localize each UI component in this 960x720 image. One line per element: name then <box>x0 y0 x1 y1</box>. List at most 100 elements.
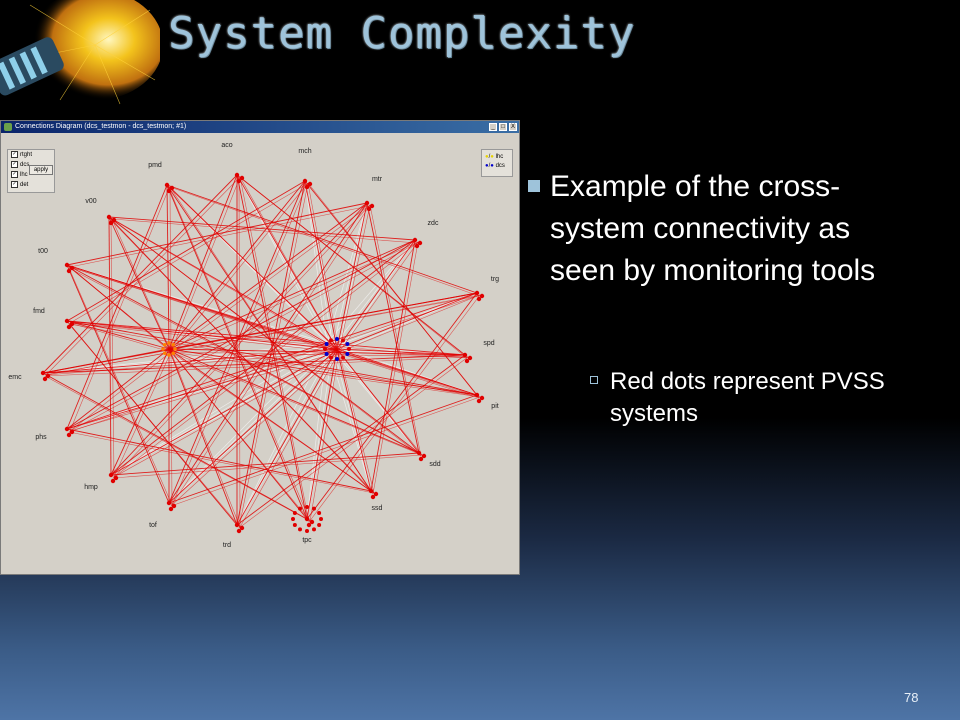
hub-left-dot-7 <box>171 342 176 347</box>
node-pmd[interactable]: pmd <box>148 162 175 194</box>
link-trd-1 <box>168 348 238 526</box>
link-v00-1-b <box>111 218 172 353</box>
diagram-canvas[interactable]: aco mch mtr zdc trg spd pit sdd ssd tpc trd tof hmp p… <box>1 133 519 574</box>
check-icon: ✓ <box>11 151 18 158</box>
pvss-dot-fmd-2 <box>66 324 72 330</box>
hub-right-dot-9 <box>335 337 339 341</box>
minimize-button[interactable]: _ <box>489 123 497 131</box>
node-tpc[interactable]: tpc <box>302 516 315 544</box>
link-pmd-3-b <box>169 186 374 495</box>
node-ssd[interactable]: ssd <box>368 488 383 512</box>
pvss-dot-trd-2 <box>236 528 242 534</box>
hub-right-dot-1 <box>345 352 350 356</box>
link-tof-0-b <box>171 351 340 506</box>
link-tof-2 <box>66 264 170 504</box>
pvss-dot-mtr-1 <box>369 203 375 209</box>
tpc-ring-dot-6 <box>291 517 295 521</box>
node-trg[interactable]: trg <box>474 276 499 302</box>
pvss-dot-phs-0 <box>64 426 70 432</box>
link-sdd-3-b <box>68 267 423 456</box>
node-trd[interactable]: trd <box>223 522 245 549</box>
pvss-dot-trd-1 <box>239 525 245 531</box>
node-spd[interactable]: spd <box>462 340 495 364</box>
window-title: Connections Diagram (dcs_testmon - dcs_t… <box>15 123 187 130</box>
maximize-button[interactable]: □ <box>499 123 507 131</box>
link-ssd-2-b <box>68 431 375 494</box>
node-hmp[interactable]: hmp <box>84 472 119 491</box>
bullet-main-text: Example of the cross-system connectivity… <box>550 170 876 287</box>
pvss-dot-trg-0 <box>474 290 480 296</box>
node-label-tpc: tpc <box>302 537 312 544</box>
tpc-ring-dot-7 <box>292 511 297 515</box>
link-aco-1 <box>168 174 238 350</box>
link-mch-0-b <box>307 182 340 353</box>
pvss-dot-tpc-0 <box>304 516 310 522</box>
pvss-dot-sdd-0 <box>416 450 422 456</box>
pvss-dot-zdc-2 <box>414 243 420 249</box>
node-label-sdd: sdd <box>429 461 440 468</box>
node-phs[interactable]: phs <box>35 426 75 441</box>
link-v00-1 <box>108 216 170 350</box>
hub-left-dot-2 <box>167 353 171 357</box>
checkbox-rtght[interactable]: ✓rtght <box>11 151 33 159</box>
particle-event-logo <box>0 0 160 105</box>
pvss-dot-hmp-0 <box>108 472 114 478</box>
link-zdc-0-b <box>338 241 419 353</box>
pvss-dot-zdc-1 <box>417 240 423 246</box>
hub-right-dot-5 <box>324 352 329 356</box>
node-emc[interactable]: emc <box>8 370 51 382</box>
apply-button[interactable]: apply <box>29 165 53 175</box>
check-icon: ✓ <box>11 161 18 168</box>
link-trd-2-b <box>68 323 241 528</box>
link-fmd-2 <box>66 180 306 322</box>
link-hmp-1-b <box>113 351 172 478</box>
close-button[interactable]: X <box>509 123 517 131</box>
filter-panel: ✓rtght ✓dcs ✓lhc ✓det apply <box>7 149 55 193</box>
node-tof[interactable]: tof <box>149 500 177 529</box>
pvss-dot-trd-0 <box>234 522 240 528</box>
link-pmd-2 <box>166 184 478 294</box>
hub-right-dot-8 <box>329 338 333 343</box>
node-mch[interactable]: mch <box>298 148 313 190</box>
node-pit[interactable]: pit <box>474 392 499 410</box>
hub-left-dot-5 <box>162 342 167 347</box>
node-label-pit: pit <box>491 403 498 410</box>
link-fmd-0-b <box>69 322 340 353</box>
link-hmp-2-b <box>110 219 115 478</box>
link-t00-3 <box>66 264 478 396</box>
pvss-dot-phs-2 <box>66 432 72 438</box>
hub-left-dot-1 <box>171 351 176 356</box>
tpc-ring-dot-0 <box>319 517 323 521</box>
pvss-dot-emc-2 <box>42 376 48 382</box>
pvss-dot-aco-0 <box>234 172 240 178</box>
node-sdd[interactable]: sdd <box>416 450 441 468</box>
node-mtr[interactable]: mtr <box>364 176 383 212</box>
pvss-dot-emc-0 <box>40 370 46 376</box>
pvss-dot-aco-2 <box>236 178 242 184</box>
node-label-emc: emc <box>8 374 22 381</box>
checkbox-dcs[interactable]: ✓dcs <box>11 161 30 169</box>
node-aco[interactable]: aco <box>221 142 245 184</box>
node-fmd[interactable]: fmd <box>33 308 75 330</box>
link-phs-0 <box>66 348 338 430</box>
window-titlebar[interactable]: Connections Diagram (dcs_testmon - dcs_t… <box>1 121 519 133</box>
node-v00[interactable]: v00 <box>85 198 117 226</box>
hub-right-dot-7 <box>324 342 329 346</box>
link-fmd-1-b <box>69 322 172 353</box>
link-phs-0-b <box>69 351 340 432</box>
checkbox-lhc[interactable]: ✓lhc <box>11 171 28 179</box>
link-trd-0-b <box>239 351 340 528</box>
tpc-ring-dot-2 <box>312 527 316 532</box>
node-t00[interactable]: t00 <box>38 248 75 274</box>
node-zdc[interactable]: zdc <box>412 220 439 249</box>
connections-diagram-window[interactable]: Connections Diagram (dcs_testmon - dcs_t… <box>0 120 520 575</box>
tpc-ring-dot-9 <box>305 505 309 509</box>
link-zdc-2 <box>370 239 416 492</box>
hub-right-dot-0 <box>347 347 351 351</box>
checkbox-det[interactable]: ✓det <box>11 181 29 189</box>
pvss-dot-spd-1 <box>467 355 473 361</box>
link-t00-2 <box>66 202 368 266</box>
pvss-dot-t00-2 <box>66 268 72 274</box>
pvss-dot-fmd-1 <box>69 321 75 327</box>
link-tpc-1-b <box>170 351 311 522</box>
